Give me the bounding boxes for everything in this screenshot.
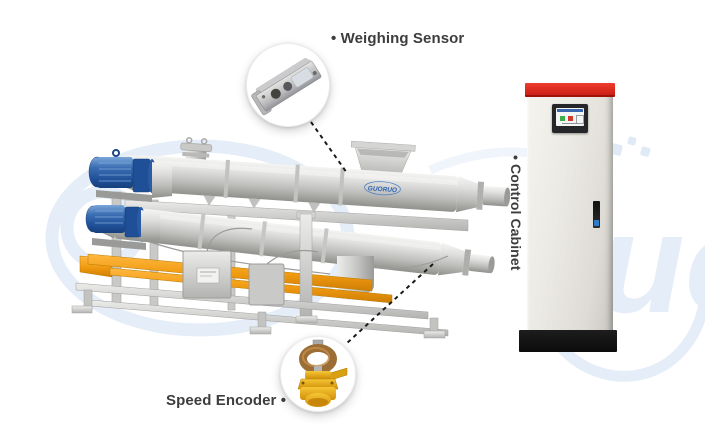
machine-brand-logo: GUORUO [368,185,398,194]
lower-drive-motor [85,205,160,250]
cabinet-hmi-screen [552,104,588,133]
junction-boxes [182,227,319,306]
hmi-display [556,108,584,126]
watermark-dots [610,136,651,157]
cabinet-red-top [525,83,615,97]
encoder-icon [297,339,348,407]
watermark-text: uó [598,184,705,343]
speed-encoder-callout [280,336,356,412]
cabinet-handle [593,201,600,228]
weighing-sensor-label: • Weighing Sensor [331,30,465,47]
control-cabinet-label: • Control Cabinet [508,155,524,271]
callout-line-weighing [310,121,348,174]
handle-lock-tag [594,220,599,226]
speed-encoder-label: Speed Encoder • [166,392,287,409]
cabinet-base [519,330,617,352]
weighing-sensor-callout [246,43,330,127]
load-cell-icon [251,57,322,116]
mid-deck [124,199,469,232]
callout-line-encoder [345,263,434,345]
upper-drive-motor [88,149,172,202]
